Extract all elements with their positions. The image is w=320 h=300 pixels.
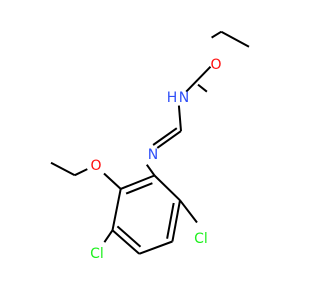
bond-o-n-top-main: [185, 66, 212, 93]
atom-o-ring: O: [90, 158, 101, 174]
ring-bond-4: [111, 229, 140, 255]
molecule-diagram: O H N N O Cl Cl: [50, 30, 250, 262]
bond-ch2-o-top: [211, 30, 222, 39]
ring-bond-2-inner: [166, 202, 175, 239]
atom-n-imine: N: [148, 147, 158, 163]
atom-n-amine: N: [179, 90, 189, 106]
bond-ring-o: [103, 172, 122, 190]
bond-ch2-ch3-ring: [50, 161, 76, 177]
atom-o-top: O: [210, 57, 221, 73]
bond-n-ch: [177, 105, 182, 132]
ring-bond-1: [153, 174, 181, 202]
bond-ch-n-imine-2: [152, 127, 178, 146]
bond-ring-cl-right: [179, 199, 198, 224]
ring-bond-6-inner: [125, 182, 153, 195]
ring-bond-5: [111, 188, 122, 231]
bond-o-ch2-ring: [74, 168, 88, 177]
ring-bond-4-inner: [116, 225, 142, 248]
atom-cl-right: Cl: [194, 231, 208, 247]
ring-bond-6: [120, 174, 155, 190]
bond-n-ring: [145, 164, 156, 177]
ring-bond-3: [138, 240, 173, 255]
bond-o-n-top: [197, 83, 208, 93]
atom-cl-left: Cl: [90, 246, 104, 262]
atom-h-amine: H: [167, 90, 178, 106]
bond-ring-cl-left: [103, 229, 114, 243]
structure-svg: O H N N O Cl Cl: [50, 30, 250, 262]
bond-ch3-ch2-top: [220, 30, 250, 48]
bond-ch-n-imine-1: [156, 130, 182, 149]
ring-bond-2: [171, 200, 181, 242]
